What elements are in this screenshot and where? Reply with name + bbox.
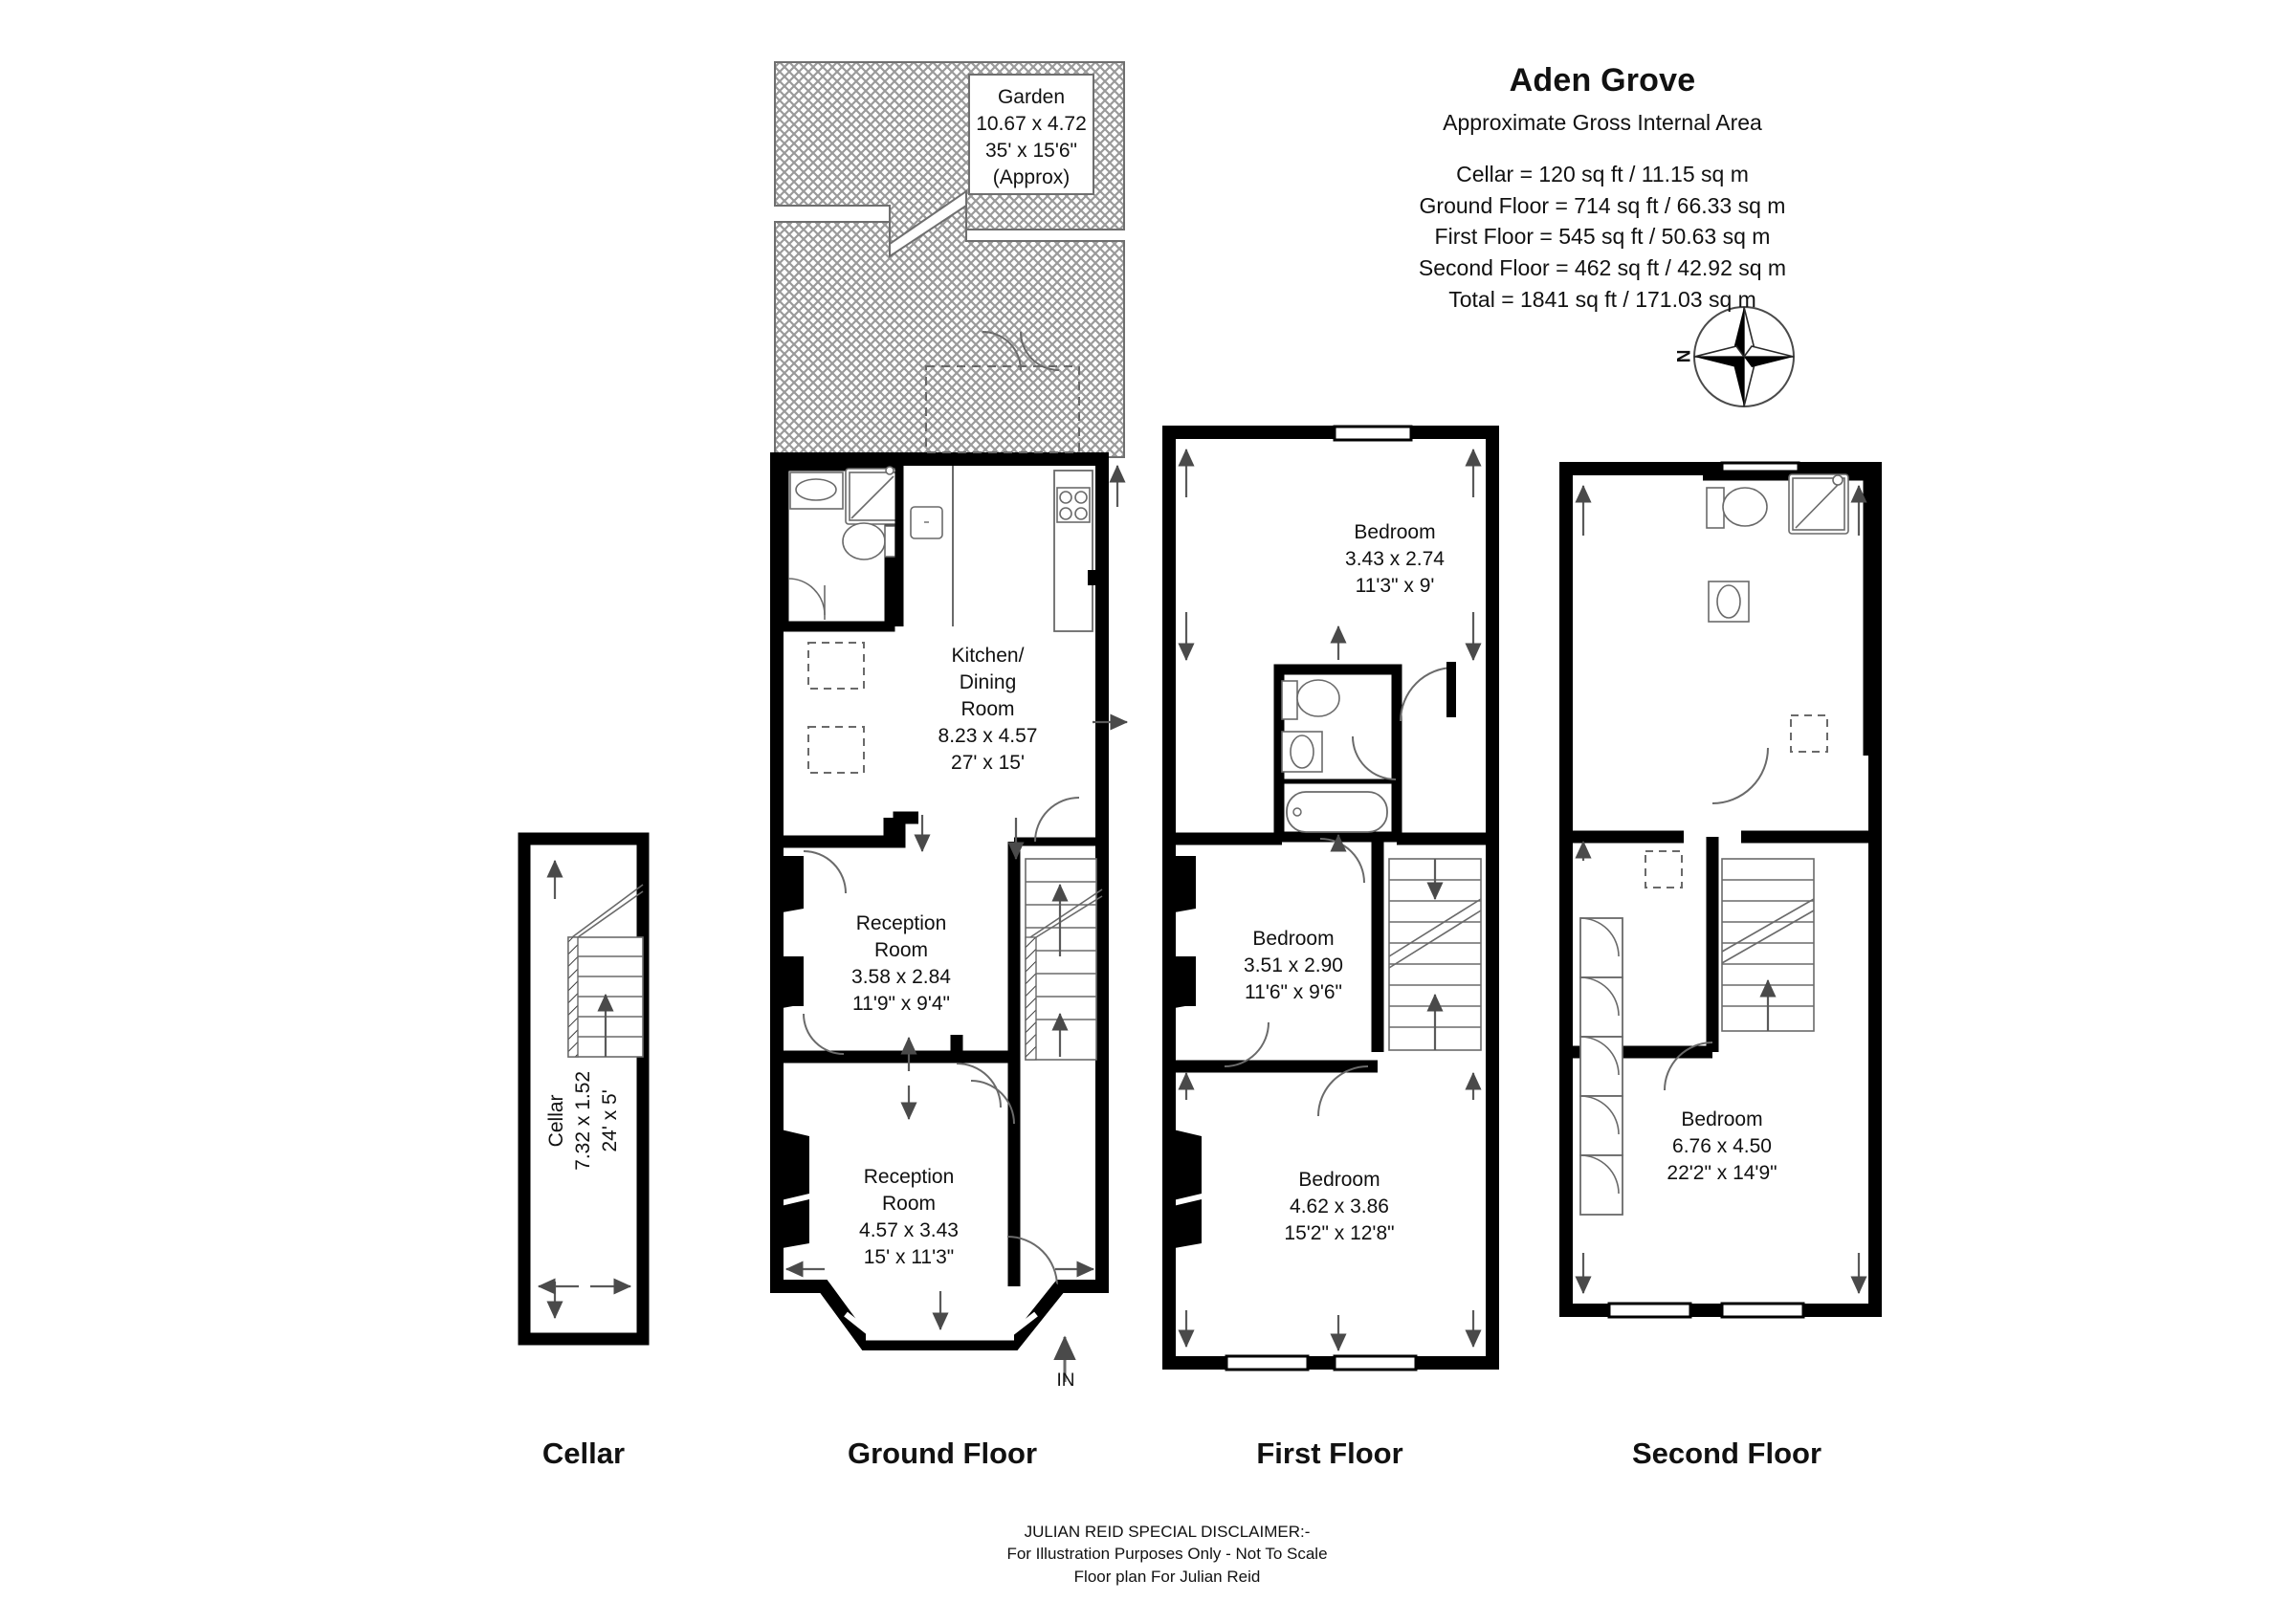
second-stairs — [1721, 858, 1815, 1032]
header-subtitle: Approximate Gross Internal Area — [1443, 110, 1762, 135]
bed-s-imperial: 22'2" x 14'9" — [1667, 1161, 1777, 1184]
reception1-imperial: 11'9" x 9'4" — [852, 992, 950, 1015]
disclaimer-line-2: For Illustration Purposes Only - Not To … — [1006, 1545, 1328, 1564]
kitchen-name-3: Room — [960, 697, 1015, 720]
cellar-room-label: Cellar 7.32 x 1.52 24' x 5' — [543, 1054, 624, 1188]
bed-s-metric: 6.76 x 4.50 — [1672, 1134, 1772, 1157]
area-line-first: First Floor = 545 sq ft / 50.63 sq m — [1434, 224, 1771, 250]
compass-rose-icon — [1693, 306, 1795, 407]
kitchen-imperial: 27' x 15' — [951, 751, 1025, 774]
floor-caption-second: Second Floor — [1631, 1437, 1822, 1470]
cellar-metric: 7.32 x 1.52 — [572, 1070, 595, 1171]
disclaimer-line-3: Floor plan For Julian Reid — [1073, 1567, 1261, 1586]
first-stairs — [1388, 858, 1482, 1051]
reception-room-1-label: Reception Room 3.58 x 2.84 11'9" x 9'4" — [825, 910, 978, 1018]
disclaimer-block: JULIAN REID SPECIAL DISCLAIMER:- For Ill… — [909, 1521, 1425, 1588]
second-floor-plan — [1559, 461, 1882, 1319]
ground-floor-plan — [770, 331, 1129, 1382]
kitchen-dining-label: Kitchen/ Dining Room 8.23 x 4.57 27' x 1… — [914, 643, 1062, 777]
bed-fm-name: Bedroom — [1252, 928, 1335, 950]
bed-ff-metric: 4.62 x 3.86 — [1290, 1195, 1389, 1217]
reception2-name-1: Reception — [863, 1166, 955, 1188]
bed-fr-metric: 3.43 x 2.74 — [1345, 547, 1445, 570]
cellar-plan — [518, 832, 650, 1346]
second-ensuite — [1703, 470, 1874, 756]
area-line-total: Total = 1841 sq ft / 171.03 sq m — [1448, 286, 1756, 312]
ground-wc — [778, 460, 902, 632]
garden-imperial: 35' x 15'6" — [984, 139, 1078, 162]
garden-metric: 10.67 x 4.72 — [976, 112, 1087, 135]
bed-fr-name: Bedroom — [1354, 521, 1436, 543]
area-schedule: Cellar = 120 sq ft / 11.15 sq m Ground F… — [1368, 159, 1837, 315]
bed-fm-metric: 3.51 x 2.90 — [1244, 954, 1343, 976]
floor-caption-first: First Floor — [1256, 1437, 1403, 1470]
reception1-name-1: Reception — [855, 912, 947, 934]
floor-caption-ground: Ground Floor — [847, 1437, 1038, 1470]
area-line-cellar: Cellar = 120 sq ft / 11.15 sq m — [1456, 162, 1749, 186]
bedroom-first-middle-label: Bedroom 3.51 x 2.90 11'6" x 9'6" — [1217, 926, 1370, 1006]
area-line-second: Second Floor = 462 sq ft / 42.92 sq m — [1418, 254, 1787, 280]
reception-room-2-label: Reception Room 4.57 x 3.43 15' x 11'3" — [832, 1164, 985, 1271]
bed-ff-name: Bedroom — [1298, 1169, 1380, 1191]
bed-s-name: Bedroom — [1681, 1108, 1763, 1130]
bed-ff-imperial: 15'2" x 12'8" — [1284, 1221, 1395, 1244]
reception1-metric: 3.58 x 2.84 — [851, 965, 951, 988]
cellar-stairs — [567, 884, 644, 1058]
page-title: Aden Grove — [1509, 62, 1696, 99]
kitchen-name-2: Dining — [959, 670, 1017, 693]
bedroom-first-rear-label: Bedroom 3.43 x 2.74 11'3" x 9' — [1318, 519, 1471, 600]
kitchen-name-1: Kitchen/ — [951, 645, 1025, 667]
entrance-in-label: IN — [1056, 1371, 1075, 1391]
garden-name: Garden — [997, 86, 1066, 108]
kitchen-hob — [1053, 470, 1102, 632]
area-line-ground: Ground Floor = 714 sq ft / 66.33 sq m — [1419, 192, 1786, 218]
bedroom-second-label: Bedroom 6.76 x 4.50 22'2" x 14'9" — [1641, 1107, 1803, 1187]
cellar-name: Cellar — [545, 1094, 568, 1148]
first-floor-plan — [1162, 425, 1499, 1371]
ground-stairs — [1007, 797, 1103, 1061]
reception1-name-2: Room — [873, 938, 929, 961]
second-eaves-cupboards — [1579, 917, 1623, 1216]
disclaimer-line-1: JULIAN REID SPECIAL DISCLAIMER:- — [1024, 1523, 1311, 1541]
compass-north-label: N — [1674, 349, 1695, 363]
bedroom-first-front-label: Bedroom 4.62 x 3.86 15'2" x 12'8" — [1258, 1167, 1421, 1247]
cellar-imperial: 24' x 5' — [598, 1089, 621, 1152]
ground-bay-window — [818, 1282, 1066, 1350]
reception2-imperial: 15' x 11'3" — [863, 1245, 955, 1268]
bed-fm-imperial: 11'6" x 9'6" — [1245, 980, 1342, 1003]
reception2-metric: 4.57 x 3.43 — [859, 1218, 959, 1241]
garden-label: Garden 10.67 x 4.72 35' x 15'6" (Approx) — [974, 84, 1089, 191]
reception2-name-2: Room — [881, 1192, 937, 1215]
floor-caption-cellar: Cellar — [541, 1437, 626, 1470]
bed-fr-imperial: 11'3" x 9' — [1355, 574, 1435, 597]
kitchen-metric: 8.23 x 4.57 — [938, 724, 1038, 747]
garden-approx: (Approx) — [992, 165, 1071, 188]
